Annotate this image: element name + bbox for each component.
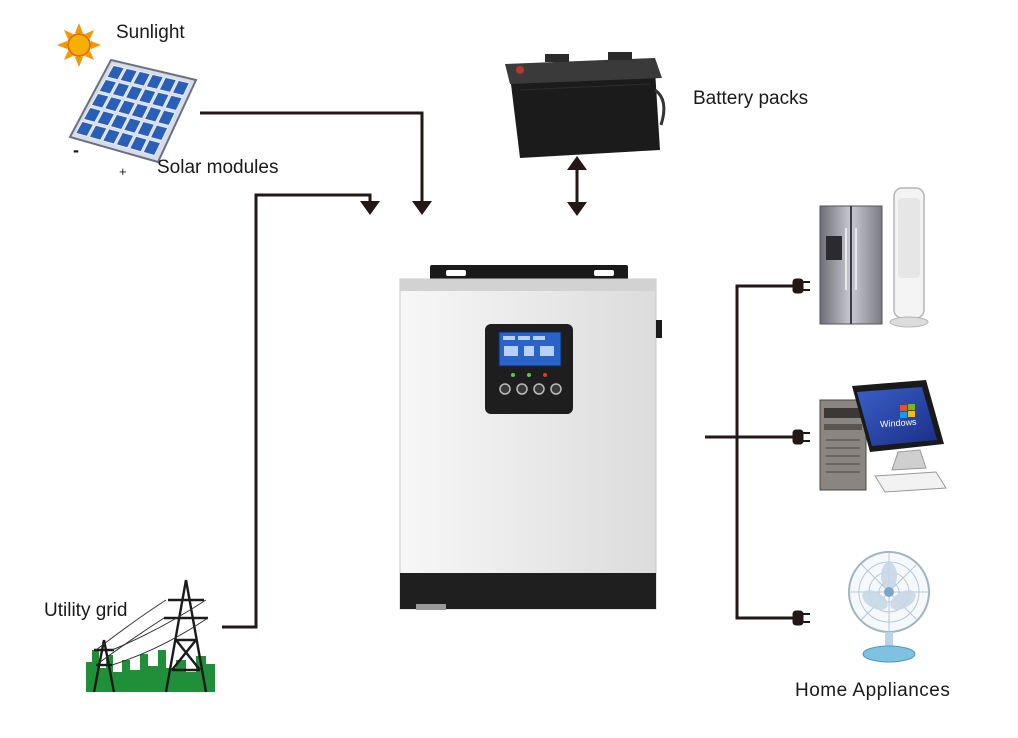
solar-cell	[111, 81, 131, 98]
solar-cell	[82, 106, 102, 123]
arrow-solar-icon	[412, 201, 432, 215]
plug-icons	[792, 278, 810, 626]
utility-grid-icon	[86, 579, 215, 693]
arrow-grid-icon	[360, 201, 380, 215]
desk-fan-icon	[848, 551, 930, 663]
solar-cell	[115, 131, 135, 149]
solar-cell	[117, 99, 137, 116]
sunlight-label: Sunlight	[116, 22, 185, 43]
plug-computer-icon	[792, 429, 810, 445]
utility-grid-label: Utility grid	[44, 600, 128, 621]
solar-cell	[74, 120, 95, 137]
solar-cell	[109, 113, 129, 131]
solar-modules-label: Solar modules	[157, 157, 279, 178]
solar-cell	[171, 79, 191, 97]
solar-cell	[103, 96, 123, 113]
arrowheads	[360, 156, 587, 216]
solar-cell	[101, 128, 122, 145]
solar-cell	[143, 106, 163, 123]
solar-cell	[122, 117, 142, 134]
sun-icon	[57, 23, 101, 67]
arrow-battery-down-icon	[567, 202, 587, 216]
connection-lines	[200, 111, 795, 629]
solar-cell	[142, 139, 162, 157]
inverter-icon	[399, 265, 662, 610]
plug-fan-icon	[792, 610, 810, 626]
windows-logo-icon	[900, 404, 915, 418]
solar-cell	[164, 94, 183, 112]
solar-cell	[88, 124, 108, 141]
solar-line	[200, 111, 424, 203]
solar-cell	[137, 88, 157, 105]
solar-cell	[149, 124, 169, 142]
solar-cell	[136, 120, 156, 138]
solar-cell	[132, 70, 152, 87]
solar-cell	[124, 85, 144, 102]
solar-cell	[151, 91, 170, 108]
solar-cell	[157, 109, 176, 127]
solar-cell	[130, 102, 150, 120]
solar-cell	[96, 110, 116, 127]
grid-line	[222, 193, 372, 629]
solar-cell	[128, 135, 148, 153]
solar-cell	[158, 76, 178, 93]
appliance-bus	[735, 284, 795, 620]
solar-cell	[90, 92, 110, 109]
battery-packs-label: Battery packs	[693, 88, 809, 109]
computer-icon	[819, 380, 947, 493]
solar-cell	[119, 67, 139, 84]
arrow-battery-up-icon	[567, 156, 587, 170]
solar-cell	[145, 73, 165, 90]
panel-minus-label: -	[73, 140, 79, 160]
solar-panel-icon	[68, 58, 198, 164]
home-appliances-label: Home Appliances	[795, 680, 951, 701]
solar-cell	[98, 78, 118, 95]
battery-icon	[505, 52, 666, 158]
refrigerator-icon	[819, 205, 883, 325]
panel-plus-label: +	[119, 164, 127, 179]
solar-cell	[106, 64, 126, 81]
plug-fridge-icon	[792, 278, 810, 294]
tower-fan-icon	[889, 187, 929, 328]
